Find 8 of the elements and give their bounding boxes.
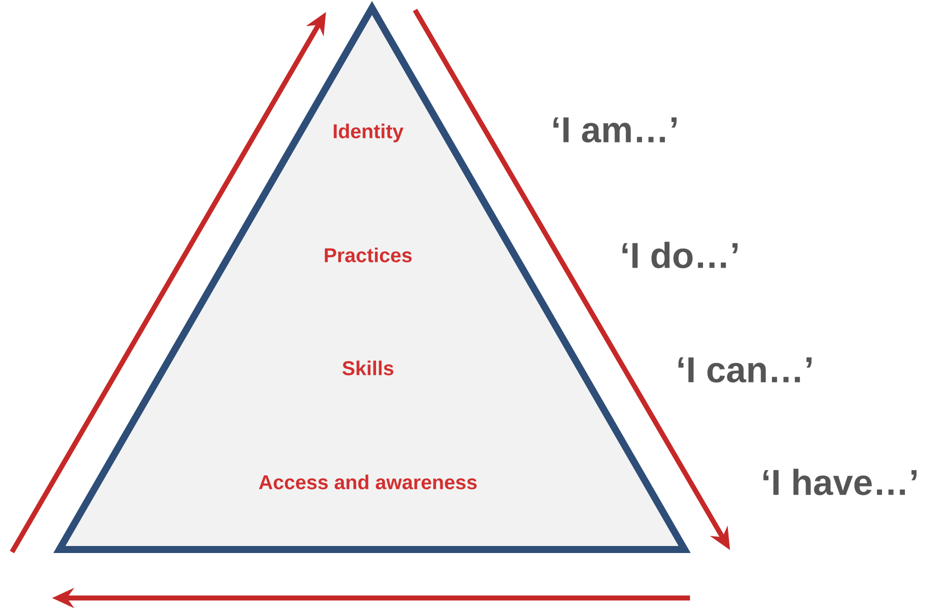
quote-label: ‘I do…’ (622, 242, 738, 268)
level-label: Identity (334, 124, 404, 142)
level-label: Access and awareness (259, 474, 477, 490)
quote-label: ‘I can…’ (678, 357, 812, 383)
quote-label: ‘I am…’ (553, 117, 677, 143)
quote-label: ‘I have…’ (763, 468, 917, 496)
level-label: Practices (324, 248, 412, 262)
level-label: Skills (342, 360, 394, 376)
